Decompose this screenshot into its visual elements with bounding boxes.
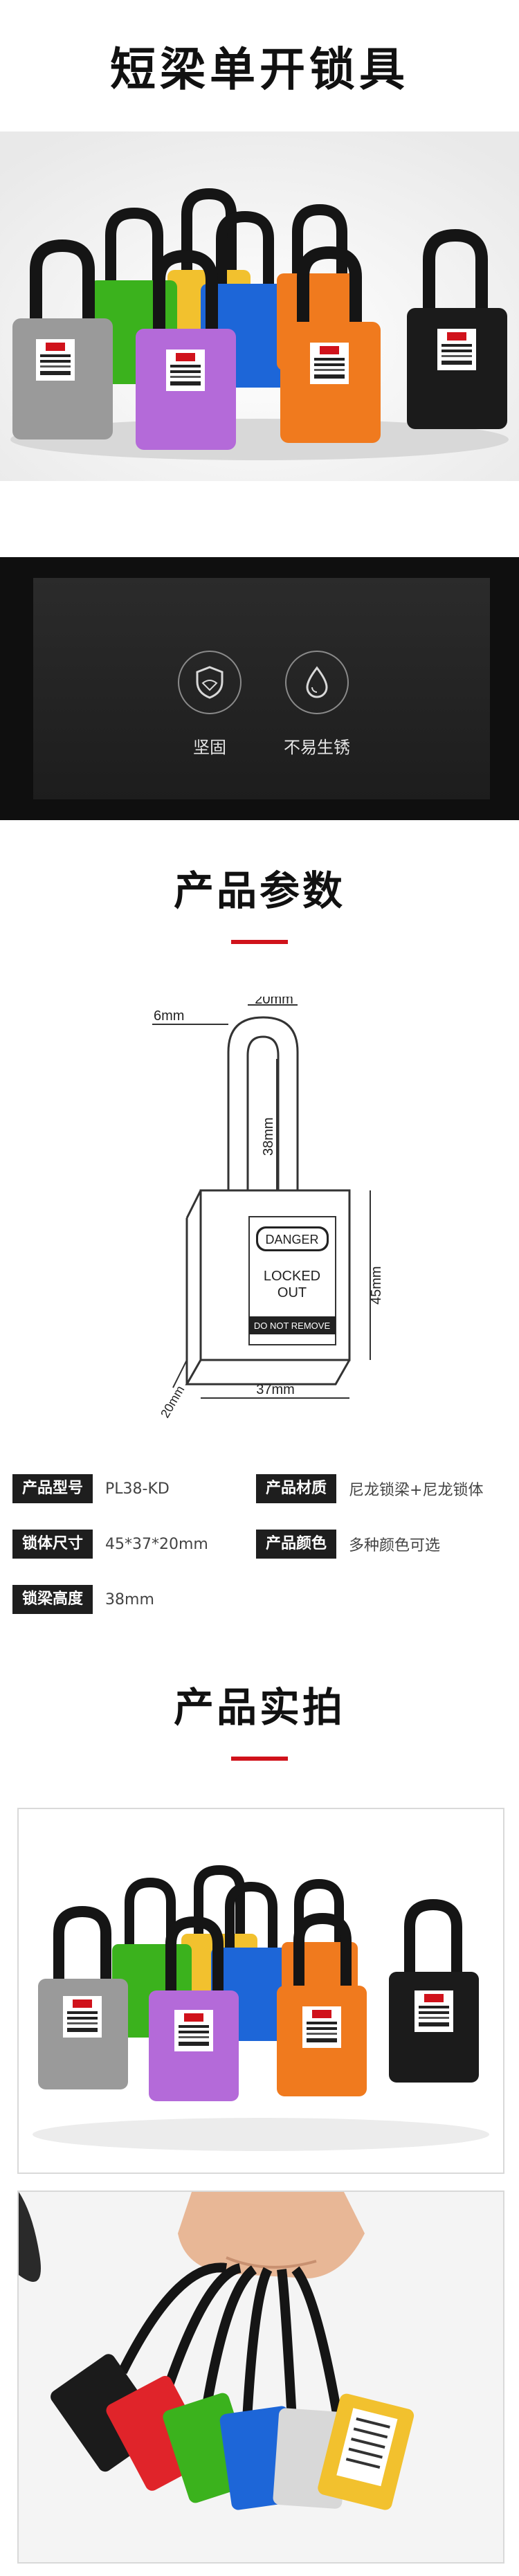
feature-strip: 坚固 不易生锈 (0, 557, 519, 820)
photos-heading: 产品实拍 (0, 1675, 519, 1761)
dim-body-height: 45mm (369, 1266, 384, 1305)
spec-label: 锁梁高度 (12, 1585, 93, 1614)
section-title: 产品参数 (173, 867, 345, 914)
spec-label: 锁体尺寸 (12, 1530, 93, 1559)
product-photo-hand (17, 2190, 504, 2564)
dim-body-depth: 20mm (158, 1384, 187, 1420)
spec-material: 产品材质 尼龙锁梁+尼龙锁体 (256, 1474, 483, 1503)
spec-size: 锁体尺寸 45*37*20mm (12, 1530, 208, 1559)
shield-icon (178, 651, 242, 714)
params-heading: 产品参数 (0, 858, 519, 944)
spec-value: 38mm (105, 1590, 154, 1608)
water-drop-icon (285, 651, 349, 714)
dim-shackle-height: 38mm (261, 1117, 276, 1156)
spec-label: 产品材质 (256, 1474, 337, 1503)
padlock-group-illustration (0, 131, 519, 481)
product-photo-lineup (17, 1808, 504, 2174)
spec-label: 产品型号 (12, 1474, 93, 1503)
title-bar: 短梁单开锁具 (0, 0, 519, 131)
dim-body-width: 37mm (256, 1382, 295, 1397)
feature-rust-free: 不易生锈 (262, 651, 372, 758)
danger-text: DANGER (265, 1233, 318, 1246)
spec-label: 产品颜色 (256, 1530, 337, 1559)
dimension-diagram: DANGER LOCKED OUT DO NOT REMOVE 20mm 6mm… (145, 992, 422, 1426)
spec-color: 产品颜色 多种颜色可选 (256, 1530, 440, 1559)
page-title: 短梁单开锁具 (110, 43, 409, 96)
spec-value: 尼龙锁梁+尼龙锁体 (349, 1482, 484, 1499)
spec-value: PL38-KD (105, 1480, 170, 1498)
spec-value: 多种颜色可选 (349, 1537, 441, 1554)
spec-value: 45*37*20mm (105, 1535, 208, 1553)
spec-model: 产品型号 PL38-KD (12, 1474, 170, 1503)
accent-bar (231, 1757, 288, 1761)
section-title: 产品实拍 (173, 1684, 345, 1731)
spec-shackle-height: 锁梁高度 38mm (12, 1585, 154, 1614)
locked-text: LOCKED (264, 1269, 320, 1284)
accent-bar (231, 940, 288, 944)
do-not-remove-text: DO NOT REMOVE (254, 1321, 331, 1331)
feature-label: 不易生锈 (284, 738, 350, 757)
out-text: OUT (277, 1285, 307, 1300)
feature-panel: 坚固 不易生锈 (33, 578, 490, 799)
dim-shackle-thickness: 6mm (154, 1008, 184, 1024)
feature-label: 坚固 (193, 738, 226, 757)
feature-sturdy: 坚固 (154, 651, 265, 758)
hero-image (0, 131, 519, 481)
dim-shackle-width: 20mm (255, 997, 293, 1007)
